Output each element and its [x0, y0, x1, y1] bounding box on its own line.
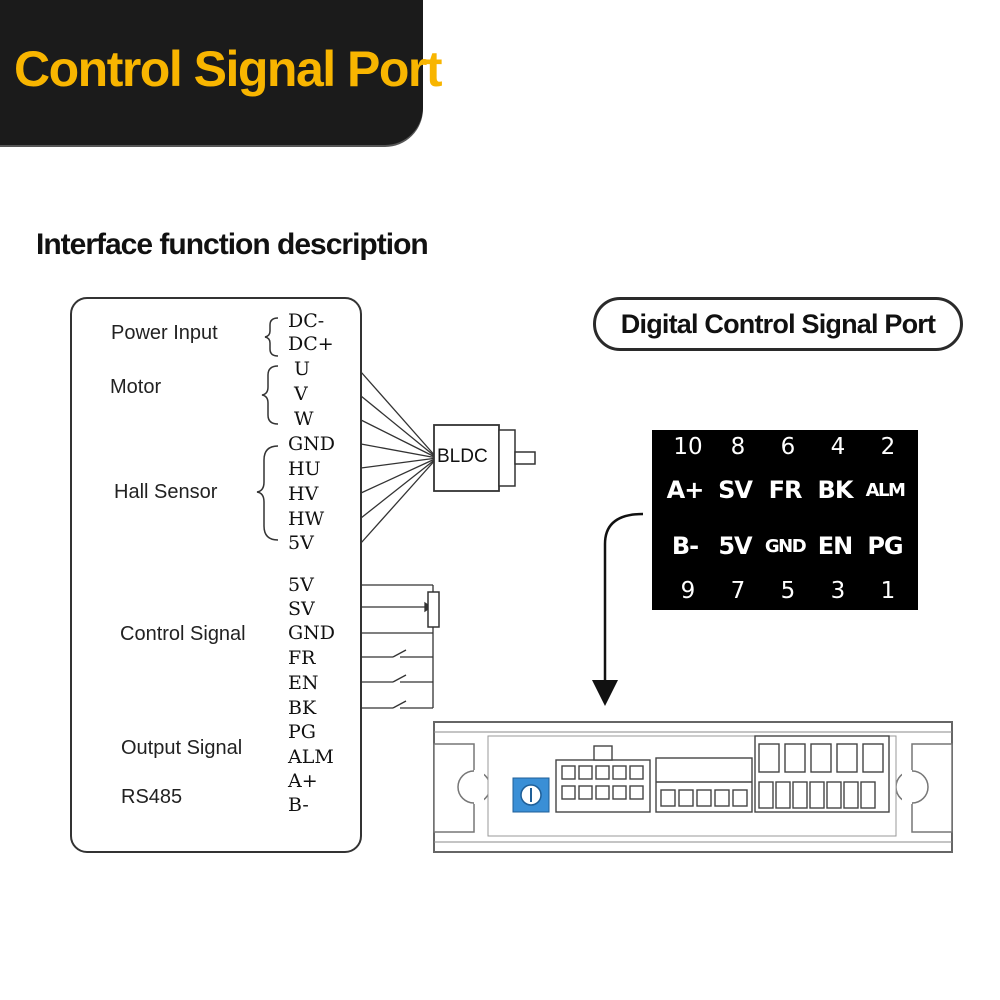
pin-number: 6	[780, 434, 796, 460]
terminal-label: V	[294, 383, 308, 405]
control-connector	[555, 745, 651, 813]
terminal-label: 5V	[288, 532, 314, 554]
motor-wires	[360, 371, 438, 544]
controller-box	[70, 297, 362, 853]
terminal-label: A+	[288, 770, 318, 792]
pin-number: 5	[780, 578, 796, 604]
motor-shaft	[514, 451, 536, 465]
terminal-label: GND	[288, 622, 336, 644]
terminal-label: PG	[288, 721, 316, 743]
pinout-panel: 10 8 6 4 2 A+ SV FR BK ALM B- 5V GND EN …	[652, 430, 918, 610]
terminal-label: DC+	[288, 333, 334, 355]
pin-cell: PG	[867, 532, 903, 560]
power-input-label: Power Input	[111, 322, 218, 344]
motor-label: Motor	[110, 376, 162, 398]
pin-number: 3	[830, 578, 846, 604]
pin-number: 8	[730, 434, 746, 460]
digital-port-pill: Digital Control Signal Port	[593, 297, 963, 351]
terminal-label: HU	[288, 458, 321, 480]
output-signal-label: Output Signal	[121, 737, 243, 759]
pin-number: 10	[673, 434, 703, 460]
bldc-motor-label: BLDC	[437, 446, 488, 467]
terminal-label: GND	[288, 433, 336, 455]
pin-cell: GND	[764, 535, 807, 557]
pin-number: 4	[830, 434, 846, 460]
pin-cell: B-	[671, 532, 699, 560]
terminal-label: ALM	[288, 746, 334, 768]
terminal-label: BK	[288, 697, 317, 719]
terminal-label: 5V	[288, 574, 314, 596]
section-title: Interface function description	[36, 228, 429, 261]
pin-cell: EN	[817, 532, 853, 560]
speed-potentiometer	[512, 777, 550, 813]
pin-cell: BK	[817, 476, 854, 504]
pin-cell: FR	[768, 476, 803, 504]
hall-brace	[256, 445, 279, 541]
pin-number: 2	[880, 434, 896, 460]
rs485-label: RS485	[121, 786, 183, 808]
hall-terminal-block	[655, 757, 753, 813]
hall-sensor-label: Hall Sensor	[114, 481, 218, 503]
pointer-arrowhead	[592, 680, 618, 706]
digital-port-label: Digital Control Signal Port	[620, 308, 936, 339]
terminal-label: U	[294, 358, 311, 380]
power-brace	[264, 317, 279, 357]
title-banner: Control Signal Port	[0, 0, 443, 145]
pin-cell: 5V	[718, 532, 752, 560]
pin-cell: A+	[666, 476, 705, 504]
potentiometer-symbol	[427, 591, 440, 628]
pin-cell: SV	[718, 476, 753, 504]
terminal-label: HW	[288, 508, 325, 530]
motor-brace	[261, 365, 279, 425]
banner-title: Control Signal Port	[14, 41, 443, 97]
control-signal-label: Control Signal	[120, 623, 246, 645]
terminal-label: DC-	[288, 310, 325, 332]
terminal-label: W	[294, 408, 314, 430]
motor-flange	[498, 429, 516, 487]
power-terminal-block	[754, 735, 890, 813]
terminal-label: SV	[288, 598, 315, 620]
terminal-label: FR	[288, 647, 316, 669]
control-wires	[361, 584, 434, 709]
terminal-label: B-	[288, 794, 309, 816]
pointer-arrow-line	[603, 512, 644, 682]
bldc-motor-box	[433, 424, 500, 492]
terminal-label: HV	[288, 483, 319, 505]
pin-number: 9	[680, 578, 696, 604]
pin-number: 1	[880, 578, 896, 604]
terminal-label: EN	[288, 672, 319, 694]
pin-cell: ALM	[865, 479, 906, 501]
pin-number: 7	[730, 578, 746, 604]
